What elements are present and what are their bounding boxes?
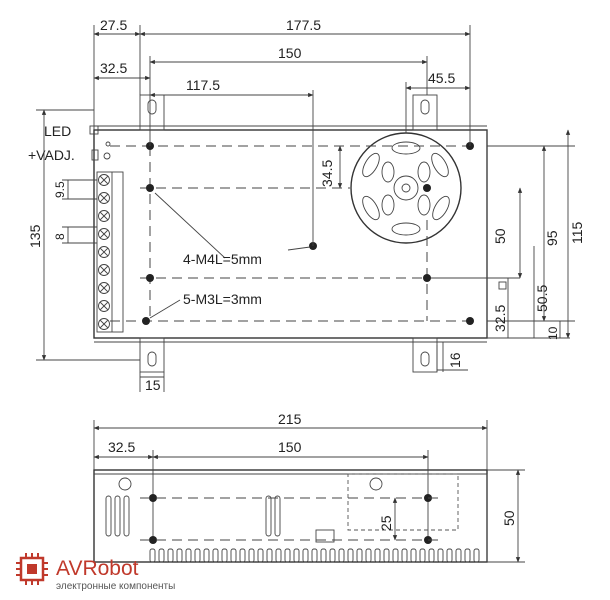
led-label: LED	[44, 123, 71, 139]
m3-screw-label: 5-M3L=3mm	[183, 291, 262, 307]
vadj-knob	[103, 152, 111, 160]
vent-slot	[257, 548, 264, 563]
dim-150-top: 150	[278, 45, 302, 61]
terminal-screw	[98, 174, 110, 186]
vent-slot	[356, 548, 363, 563]
dim-34-5: 34.5	[319, 160, 335, 187]
vent-slot	[194, 548, 201, 563]
vent-slot	[239, 548, 246, 563]
dim-8: 8	[53, 233, 67, 240]
side-view: 215 32.5 150 25	[93, 411, 525, 563]
side-vent-slots	[105, 495, 281, 537]
terminal-screw	[98, 300, 110, 312]
vent-slot	[419, 548, 426, 563]
logo-tagline: электронные компоненты	[56, 581, 175, 592]
vent-slot	[284, 548, 291, 563]
vent-slot	[230, 548, 237, 563]
vent-slot	[401, 548, 408, 563]
vent-slot	[176, 548, 183, 563]
terminal-block	[96, 171, 124, 333]
mounting-tab-bottom-left	[139, 337, 165, 373]
vent-slot	[473, 548, 480, 563]
terminal-screw	[98, 282, 110, 294]
dim-25: 25	[378, 515, 394, 531]
vent-slot	[446, 548, 453, 563]
vent-slot	[455, 548, 462, 563]
m4-screw-label: 4-M4L=5mm	[183, 251, 262, 267]
terminal-screw	[98, 264, 110, 276]
vadj-potentiometer	[91, 149, 99, 161]
vent-slot	[365, 548, 372, 563]
dim-15: 15	[145, 377, 161, 393]
vent-slot	[392, 548, 399, 563]
terminal-screw	[98, 318, 110, 330]
vent-slot	[149, 548, 156, 563]
vent-slot	[329, 548, 336, 563]
dim-215: 215	[278, 411, 302, 427]
vent-slot	[437, 548, 444, 563]
dim-135: 135	[27, 224, 43, 248]
vent-slot	[338, 548, 345, 563]
mounting-tab-top-left	[139, 94, 165, 131]
vent-slot	[266, 548, 273, 563]
terminal-screw	[98, 210, 110, 222]
vent-slot	[203, 548, 210, 563]
vent-slot	[320, 548, 327, 563]
terminal-screw	[98, 246, 110, 258]
vent-slot	[185, 548, 192, 563]
top-view-outline	[93, 129, 488, 339]
top-view: LED +VADJ. 4-M4L=5mm 5-M3L=3mm 27.5 177.…	[27, 17, 585, 393]
bottom-vent-comb	[149, 548, 480, 563]
vent-slot	[167, 548, 174, 563]
logo-name: AVRobot	[56, 557, 139, 580]
vent-slot	[347, 548, 354, 563]
dim-95: 95	[544, 230, 560, 246]
chip-icon	[16, 553, 48, 585]
vent-slot	[212, 548, 219, 563]
mounting-tab-top-right	[412, 94, 438, 131]
dim-9-5: 9.5	[53, 181, 67, 198]
fan-grille	[350, 132, 462, 244]
dim-32-5-side: 32.5	[108, 439, 135, 455]
dim-45-5: 45.5	[428, 70, 455, 86]
vent-slot	[383, 548, 390, 563]
dim-177-5: 177.5	[286, 17, 321, 33]
vent-slot	[464, 548, 471, 563]
vent-slot	[293, 548, 300, 563]
dim-50-5: 50.5	[534, 285, 550, 312]
dim-16: 16	[447, 352, 463, 368]
dim-10: 10	[546, 326, 560, 340]
vent-slot	[221, 548, 228, 563]
dim-27-5: 27.5	[100, 17, 127, 33]
vent-slot	[275, 548, 282, 563]
vent-slot	[428, 548, 435, 563]
vent-slot	[302, 548, 309, 563]
brand-logo: AVRobot электронные компоненты	[16, 553, 175, 592]
dim-115: 115	[569, 221, 585, 244]
terminal-screw	[98, 228, 110, 240]
mounting-tab-bottom-right	[412, 337, 438, 373]
dim-50-side: 50	[501, 510, 517, 526]
vadj-label: +VADJ.	[28, 147, 75, 163]
dim-32-5-right: 32.5	[492, 305, 508, 332]
vent-slot	[410, 548, 417, 563]
vent-slot	[158, 548, 165, 563]
vent-slot	[311, 548, 318, 563]
dim-50-right: 50	[492, 228, 508, 244]
dim-32-5-top: 32.5	[100, 60, 127, 76]
terminal-screw	[98, 192, 110, 204]
dim-117-5: 117.5	[186, 77, 220, 93]
dim-150-side: 150	[278, 439, 302, 455]
vent-slot	[374, 548, 381, 563]
vent-slot	[248, 548, 255, 563]
